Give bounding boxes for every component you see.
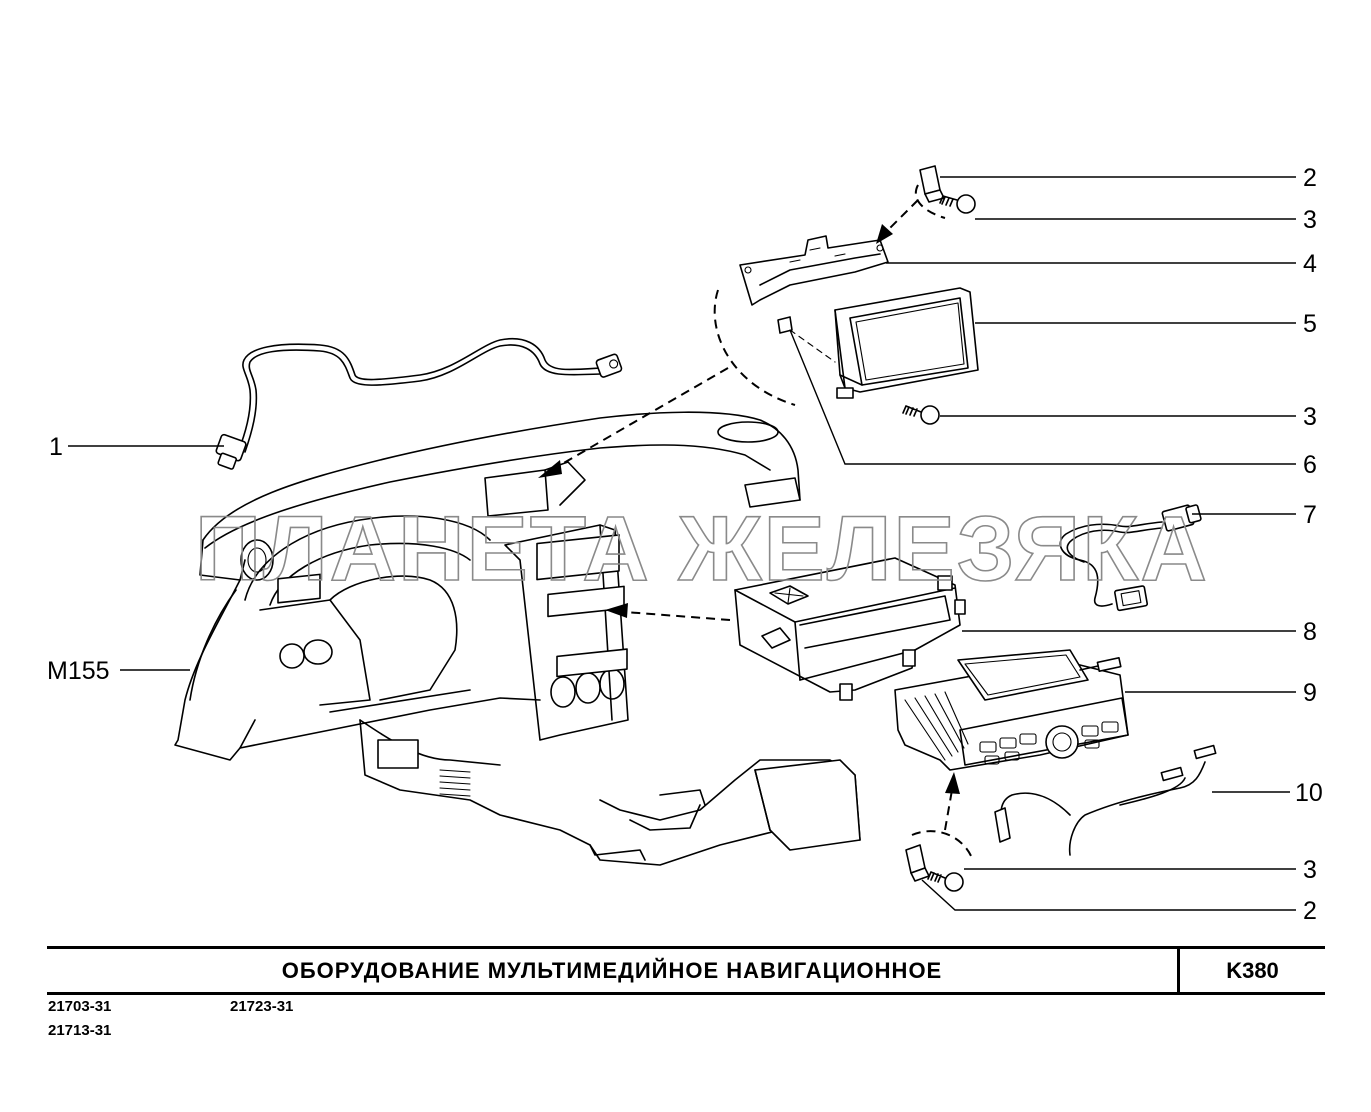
diagram-title: ОБОРУДОВАНИЕ МУЛЬТИМЕДИЙНОЕ НАВИГАЦИОННО… — [281, 958, 943, 983]
callout-3-bottom: 3 — [1303, 856, 1317, 884]
callout-labels: 1 M155 2 3 4 5 3 6 7 8 9 10 3 2 — [47, 164, 1323, 925]
watermark: ПЛАНЕТА ЖЕЛЕЗЯКА — [195, 498, 1209, 600]
callout-3-top: 3 — [1303, 206, 1317, 234]
part-3-screw-bottom — [927, 871, 964, 892]
callout-1: 1 — [49, 433, 63, 461]
part-2-clip-bottom — [905, 844, 930, 882]
title-divider — [1177, 949, 1180, 992]
arrow-to-head-unit — [944, 772, 960, 831]
part-9-multimedia-head-unit — [894, 649, 1129, 771]
callout-3-middle: 3 — [1303, 403, 1317, 431]
part-2-clip-top — [919, 165, 945, 203]
part-6-small-clip — [777, 316, 793, 334]
callout-m155: M155 — [47, 657, 110, 685]
callout-6: 6 — [1303, 451, 1317, 479]
callout-2-top: 2 — [1303, 164, 1317, 192]
part-1-gps-antenna-cable — [215, 338, 623, 470]
arrow-to-center-stack — [605, 603, 731, 621]
leader-lines — [68, 176, 1296, 911]
part-7-cable-harness — [1059, 504, 1202, 612]
dashed-curve-left — [713, 289, 796, 406]
callout-2-bottom: 2 — [1303, 897, 1317, 925]
callout-10: 10 — [1295, 779, 1323, 807]
part-10-wiring-loom — [994, 744, 1217, 856]
dashed-curve-bottom — [911, 830, 973, 859]
model-code-3: 21723-31 — [230, 998, 294, 1015]
arrow-to-dash-screen — [538, 367, 729, 478]
title-block: ОБОРУДОВАНИЕ МУЛЬТИМЕДИЙНОЕ НАВИГАЦИОННО… — [47, 946, 1325, 995]
model-code-2: 21713-31 — [48, 1022, 112, 1039]
dashed-curve-top — [915, 184, 946, 219]
part-3-screw-top — [939, 194, 976, 214]
arrow-to-bracket — [876, 199, 919, 244]
part-4-mounting-bracket — [739, 235, 889, 306]
part-8-mounting-frame — [734, 557, 966, 701]
callout-4: 4 — [1303, 250, 1317, 278]
part-5-display-unit — [834, 287, 979, 399]
dashed-line-6 — [789, 329, 836, 363]
callout-5: 5 — [1303, 310, 1317, 338]
callout-9: 9 — [1303, 679, 1317, 707]
part-3-screw-middle — [902, 405, 940, 425]
callout-7: 7 — [1303, 501, 1317, 529]
model-code-1: 21703-31 — [48, 998, 112, 1015]
diagram-code: K380 — [1226, 958, 1279, 983]
callout-8: 8 — [1303, 618, 1317, 646]
